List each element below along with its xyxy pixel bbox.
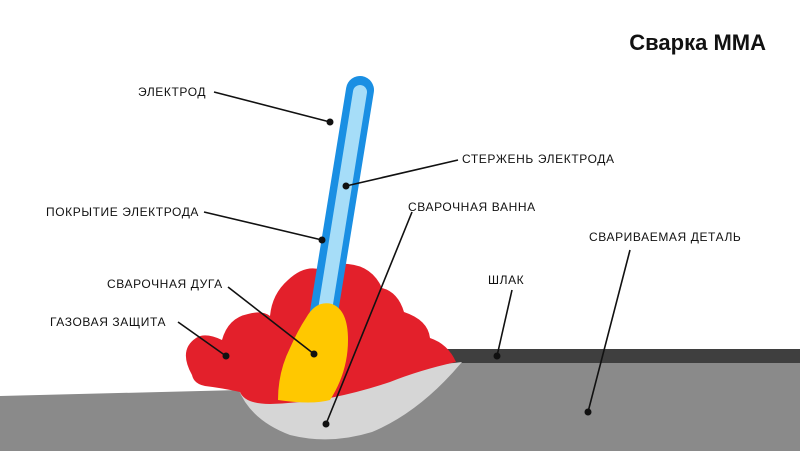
electrode-core-shape — [318, 85, 367, 317]
dot-gas-shield — [222, 352, 230, 360]
dot-workpiece — [584, 408, 592, 416]
dot-electrode — [326, 118, 334, 126]
leader-electrode — [213, 91, 331, 123]
label-slag: ШЛАК — [488, 273, 524, 287]
weld-pool-shape — [238, 362, 462, 440]
leader-slag — [496, 289, 513, 357]
leader-weld-pool — [325, 211, 413, 425]
dot-slag — [493, 352, 501, 360]
label-gas-shield: ГАЗОВАЯ ЗАЩИТА — [50, 315, 166, 329]
diagram-title: Сварка ММА — [629, 30, 766, 55]
leader-electrode-core — [345, 159, 459, 187]
label-weld-pool: СВАРОЧНАЯ ВАННА — [408, 200, 536, 214]
label-welding-arc: СВАРОЧНАЯ ДУГА — [107, 277, 223, 291]
label-electrode: ЭЛЕКТРОД — [138, 85, 206, 99]
leader-gas-shield — [177, 321, 227, 357]
slag-layer — [440, 349, 800, 363]
leader-workpiece — [587, 249, 631, 413]
label-electrode-coating: ПОКРЫТИЕ ЭЛЕКТРОДА — [46, 205, 199, 219]
dot-electrode-coating — [318, 236, 326, 244]
dot-welding-arc — [310, 350, 318, 358]
leader-welding-arc — [227, 286, 315, 355]
leader-electrode-coating — [203, 211, 323, 241]
label-workpiece: СВАРИВАЕМАЯ ДЕТАЛЬ — [589, 230, 741, 244]
dot-weld-pool — [322, 420, 330, 428]
label-electrode-core: СТЕРЖЕНЬ ЭЛЕКТРОДА — [462, 152, 615, 166]
dot-electrode-core — [342, 182, 350, 190]
